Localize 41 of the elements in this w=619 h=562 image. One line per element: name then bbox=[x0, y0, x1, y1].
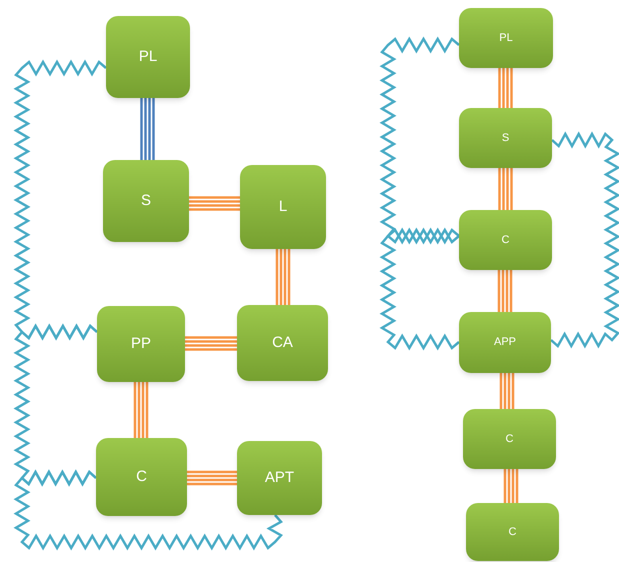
parallel-line-connector bbox=[498, 268, 512, 314]
zigzag-connector bbox=[550, 131, 619, 349]
parallel-line-connector bbox=[500, 372, 514, 410]
node-label: APT bbox=[264, 468, 294, 488]
zigzag-connector bbox=[380, 36, 460, 244]
parallel-line-connector bbox=[140, 96, 155, 162]
node-label: C bbox=[502, 232, 510, 248]
node-label: C bbox=[508, 524, 516, 540]
process-box bbox=[459, 8, 553, 68]
parallel-line-connector bbox=[188, 196, 242, 211]
process-box bbox=[459, 210, 552, 270]
node-label: CA bbox=[272, 332, 293, 353]
node-label: C bbox=[506, 432, 514, 447]
parallel-line-connector bbox=[134, 380, 148, 440]
process-box bbox=[96, 438, 187, 516]
parallel-line-connector bbox=[504, 468, 518, 504]
node-label: PL bbox=[499, 30, 513, 46]
process-box bbox=[459, 108, 552, 168]
parallel-line-connector bbox=[498, 166, 513, 212]
process-box bbox=[106, 16, 190, 98]
process-box bbox=[97, 306, 185, 382]
parallel-line-connector bbox=[498, 66, 513, 110]
process-box bbox=[463, 409, 556, 469]
process-box bbox=[240, 165, 326, 249]
node-label: PL bbox=[138, 46, 158, 67]
parallel-line-connector bbox=[186, 470, 238, 486]
node-label: APP bbox=[494, 335, 516, 350]
node-label: S bbox=[502, 130, 510, 146]
node-label: L bbox=[278, 196, 288, 217]
process-box bbox=[237, 305, 328, 381]
process-box bbox=[459, 312, 551, 373]
node-label: PP bbox=[130, 334, 151, 354]
zigzag-connector bbox=[14, 469, 283, 550]
process-box bbox=[466, 503, 559, 561]
node-label: C bbox=[136, 466, 147, 487]
process-box bbox=[103, 160, 189, 242]
parallel-line-connector bbox=[184, 336, 238, 351]
zigzag-connector bbox=[380, 228, 460, 350]
node-label: S bbox=[140, 190, 151, 211]
parallel-line-connector bbox=[276, 248, 290, 306]
process-box bbox=[237, 441, 322, 515]
